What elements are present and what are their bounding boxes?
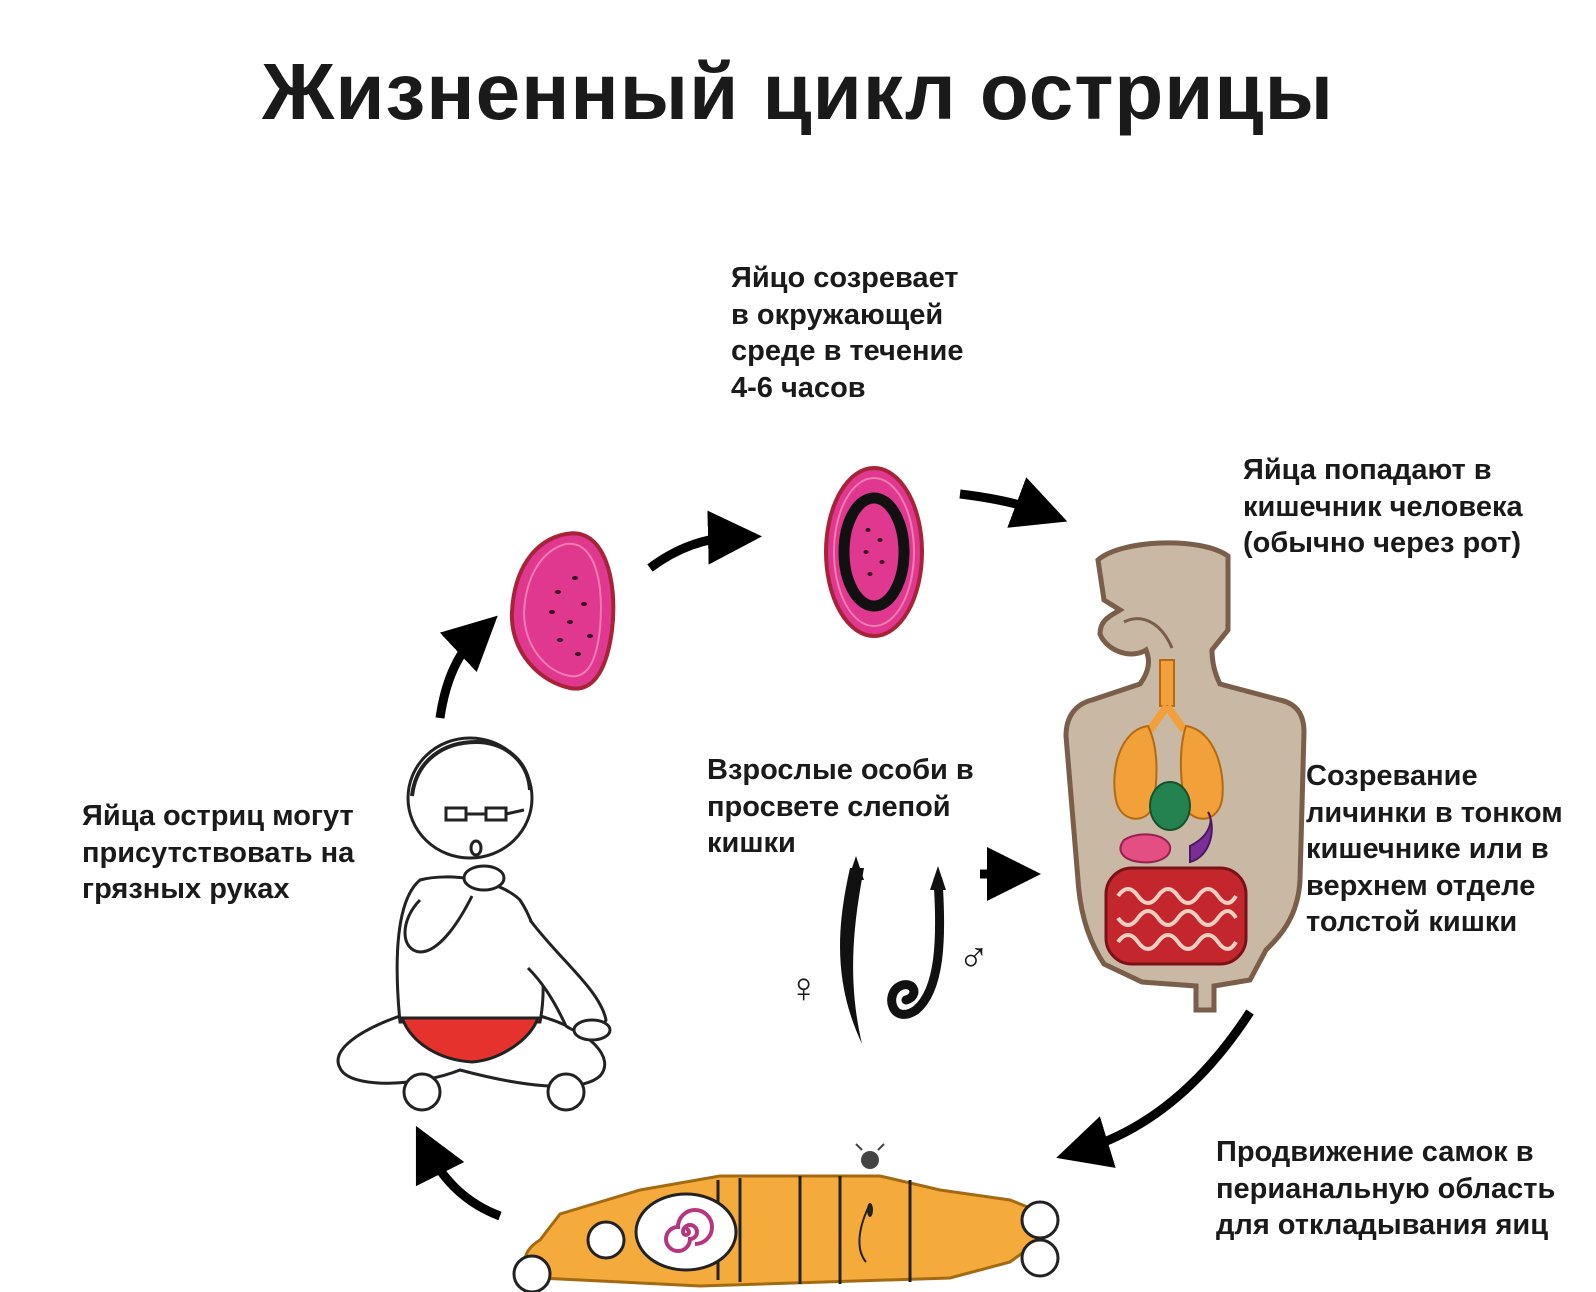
cycle-arrow-icon	[959, 477, 1068, 528]
worms	[840, 856, 946, 1044]
egg-fresh-icon	[509, 531, 616, 691]
label-line: Яйца попадают в	[1243, 454, 1492, 486]
label-line: личинки в тонком	[1306, 796, 1563, 829]
label-line: для откладывания яиц	[1216, 1209, 1549, 1241]
label-line: толстой кишки	[1306, 906, 1518, 938]
label-line: Продвижение самок в	[1216, 1136, 1534, 1168]
label-line: перианальную область	[1216, 1172, 1556, 1205]
label-line: Взрослые особи в	[707, 754, 974, 786]
label-line: 4-6 часов	[731, 371, 866, 404]
label-line: грязных руках	[82, 873, 290, 905]
label-eggs-enter-gut: Яйца попадают в кишечник человека (обычн…	[1243, 452, 1523, 562]
male-worm-icon	[887, 866, 946, 1019]
label-line: (обычно через рот)	[1243, 527, 1522, 559]
label-line: просвете слепой	[707, 790, 951, 823]
label-line: кишечник человека	[1243, 490, 1523, 523]
cycle-arrows	[415, 477, 1254, 1221]
label-line: Яйца остриц могут	[82, 800, 354, 832]
label-larva-matures: Созревание личинки в тонком кишечнике ил…	[1306, 758, 1563, 941]
label-line: верхнем отделе	[1306, 869, 1536, 902]
label-females-migrate: Продвижение самок в перианальную область…	[1216, 1134, 1555, 1244]
label-dirty-hands: Яйца остриц могут присутствовать на гряз…	[82, 798, 354, 908]
label-adults-cecum: Взрослые особи в просвете слепой кишки	[707, 752, 974, 862]
female-symbol: ♀	[788, 964, 820, 1011]
label-line: Созревание	[1306, 760, 1478, 792]
label-line: Яйцо созревает	[731, 262, 959, 294]
human-digestive-system-icon	[1063, 540, 1307, 1013]
cycle-arrow-icon	[647, 510, 762, 572]
person-lying-icon	[512, 1143, 1060, 1292]
label-line: среде в течение	[731, 335, 964, 367]
female-worm-icon	[840, 856, 864, 1044]
cycle-arrow-icon	[415, 1125, 502, 1221]
page-title: Жизненный цикл острицы	[262, 47, 1334, 136]
label-line: кишки	[707, 827, 796, 859]
child-with-hand-in-mouth-icon	[336, 736, 612, 1112]
label-egg-matures: Яйцо созревает в окружающей среде в тече…	[731, 260, 964, 406]
label-line: присутствовать на	[82, 836, 355, 869]
male-symbol: ♂	[958, 932, 990, 979]
egg-embryonated-icon	[824, 466, 924, 638]
cycle-arrow-icon	[435, 615, 498, 719]
label-line: кишечнике или в	[1306, 833, 1549, 865]
cycle-arrow-icon	[1056, 1009, 1254, 1168]
label-line: в окружающей	[731, 298, 944, 331]
